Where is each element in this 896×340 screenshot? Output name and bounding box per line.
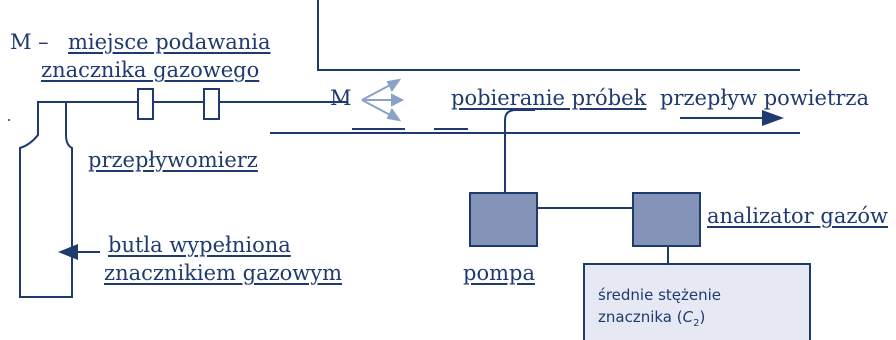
analyzer-label: analizator gazów — [707, 204, 889, 228]
injection-point-label: M — [330, 86, 352, 110]
result-label-prefix: znacznika ( — [598, 308, 683, 326]
arrow-left-icon — [58, 244, 78, 260]
result-panel — [583, 263, 811, 340]
result-label-line1: średnie stężenie — [598, 286, 722, 304]
three-way-spread-arrows-icon — [361, 78, 405, 122]
sampling-label: pobieranie próbek — [451, 86, 647, 110]
pump-label: pompa — [463, 261, 535, 285]
result-symbol: C — [682, 308, 694, 326]
analyzer-box — [632, 192, 701, 247]
bottle-label-line2: znacznikiem gazowym — [104, 261, 343, 285]
sampling-tube — [504, 109, 535, 193]
result-label-line2: znacznika (C2) — [598, 305, 705, 336]
flowmeter-label: przepływomierz — [88, 148, 258, 172]
pump-box — [469, 192, 538, 247]
source-prefix-label: M – — [10, 30, 49, 54]
result-label-suffix: ) — [699, 308, 706, 326]
arrow-right-icon — [762, 110, 784, 126]
duct-upper-wall — [317, 0, 800, 71]
result-subscript: 2 — [693, 318, 700, 329]
flowmeter-right-icon — [203, 88, 220, 120]
stray-dot — [8, 119, 10, 121]
source-label-line1: miejsce podawania — [68, 30, 271, 54]
flowmeter-left-icon — [137, 88, 154, 120]
airflow-label: przepływ powietrza — [660, 86, 870, 110]
gas-bottle-icon — [19, 101, 73, 298]
bottle-label-line1: butla wypełniona — [108, 233, 291, 257]
source-label-line2: znacznika gazowego — [41, 58, 260, 82]
